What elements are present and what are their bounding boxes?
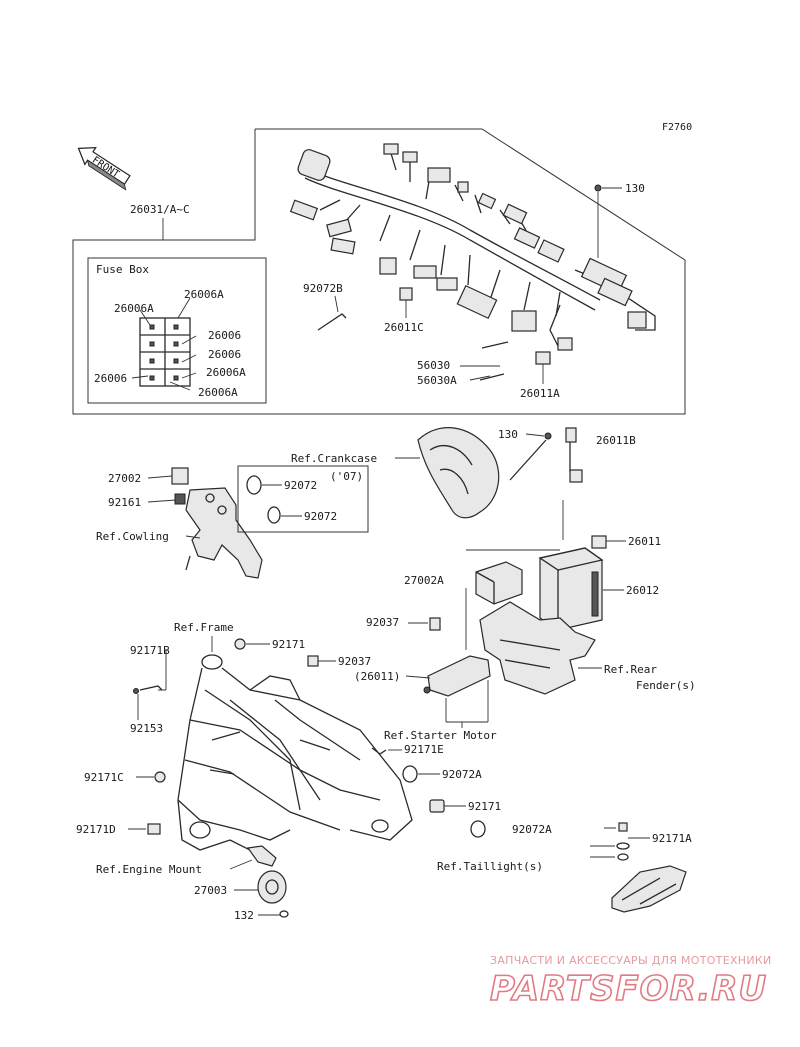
label-fender: Fender(s): [636, 679, 696, 692]
label-92171b: 92171B: [130, 644, 170, 657]
clamp-92072-07: [246, 475, 262, 495]
part-27002a-ecu: [475, 561, 523, 605]
part-26011b: [565, 427, 583, 483]
label-92072a-upper: 92072A: [442, 768, 482, 781]
label-ref-crankcase: Ref.Crankcase: [291, 452, 377, 465]
label-26011a: 26011A: [520, 387, 560, 400]
fuse-label-3: 26006: [208, 329, 241, 342]
watermark-tagline: ЗАПЧАСТИ И АКСЕССУАРЫ ДЛЯ МОТОТЕХНИКИ: [490, 954, 772, 967]
main-wiring-harness: [289, 143, 656, 351]
label-92171a: 92171A: [652, 832, 692, 845]
label-26031: 26031/A~C: [130, 203, 190, 216]
label-ref-taillight: Ref.Taillight(s): [437, 860, 543, 873]
label-92153: 92153: [130, 722, 163, 735]
part-26011c: [399, 287, 413, 301]
label-132: 132: [234, 909, 254, 922]
label-92072-07: 92072: [284, 479, 317, 492]
label-130-middle: 130: [498, 428, 518, 441]
front-arrow-icon: FRONT: [77, 146, 131, 191]
clamp-92072: [267, 506, 281, 524]
label-92171-lower: 92171: [468, 800, 501, 813]
diagram-code: F2760: [662, 122, 692, 133]
fuse-box-title: Fuse Box: [96, 263, 149, 276]
fuse-label-1: 26006A: [184, 288, 224, 301]
battery-bracket-lines: [466, 500, 564, 551]
horn-27003: [257, 870, 287, 904]
label-92171e: 92171E: [404, 743, 444, 756]
starter-relay: [423, 655, 491, 697]
crankcase-cover: [417, 427, 500, 519]
label-27003: 27003: [194, 884, 227, 897]
part-26011-terminal: [591, 535, 607, 549]
label-ref-rear: Ref.Rear: [604, 663, 657, 676]
frame-92072-07: [237, 465, 369, 533]
bolt-130-top: [594, 184, 602, 258]
part-26011a: [535, 351, 551, 365]
label-92161: 92161: [108, 496, 141, 509]
part-92171c: [154, 771, 166, 783]
label-92171-top: 92171: [272, 638, 305, 651]
clamp-92072a-lower: [470, 820, 486, 838]
motorcycle-frame: [177, 654, 413, 861]
cowling-bracket: [185, 487, 263, 579]
label-92037-upper: 92037: [366, 616, 399, 629]
label-130-top: 130: [625, 182, 645, 195]
part-92037-upper: [429, 617, 441, 631]
label-ref-frame: Ref.Frame: [174, 621, 234, 634]
label-56030: 56030: [417, 359, 450, 372]
label-27002: 27002: [108, 472, 141, 485]
label-ref-cowling: Ref.Cowling: [96, 530, 169, 543]
label-26011b: 26011B: [596, 434, 636, 447]
label-92171d: 92171D: [76, 823, 116, 836]
label-56030a: 56030A: [417, 374, 457, 387]
label-27002a: 27002A: [404, 574, 444, 587]
strap-92072b: [317, 313, 347, 331]
label-92072b: 92072B: [303, 282, 343, 295]
label-92037-lower: 92037: [338, 655, 371, 668]
label-ref-engine-mount: Ref.Engine Mount: [96, 863, 202, 876]
part-92171d: [147, 823, 161, 835]
part-92171-top: [234, 638, 246, 650]
label-26011-paren: (26011): [354, 670, 400, 683]
label-year-07: ('07): [330, 470, 363, 483]
engine-mount-bracket: [246, 845, 277, 867]
battery-26012: [538, 547, 604, 631]
bolt-130-middle: [509, 432, 552, 481]
watermark-logo: PARTSFOR.RU: [490, 969, 767, 1009]
taillight-assembly: [590, 822, 687, 913]
fuse-label-7: 26006A: [198, 386, 238, 399]
label-92072: 92072: [304, 510, 337, 523]
fuse-box-frame: [87, 257, 267, 404]
label-26012: 26012: [626, 584, 659, 597]
part-92171e: [371, 747, 387, 755]
label-26011c: 26011C: [384, 321, 424, 334]
part-92171b-92153: [133, 685, 163, 694]
fuse-box-drawing: [131, 297, 197, 391]
part-92037-lower: [307, 655, 319, 667]
part-27002-relay: [171, 467, 189, 505]
label-26011: 26011: [628, 535, 661, 548]
clamp-92072a-upper: [402, 765, 418, 783]
nut-132: [279, 910, 289, 918]
rear-fender-tray: [479, 601, 596, 695]
label-92171c: 92171C: [84, 771, 124, 784]
fuse-label-2: 26006A: [114, 302, 154, 315]
label-ref-starter-motor: Ref.Starter Motor: [384, 729, 497, 742]
part-92171-lower: [429, 799, 445, 813]
label-92072a-lower: 92072A: [512, 823, 552, 836]
harness-frame: [72, 128, 686, 415]
part-56030: [479, 341, 509, 381]
fuse-label-6: 26006A: [206, 366, 246, 379]
fuse-label-5: 26006: [94, 372, 127, 385]
fuse-label-4: 26006: [208, 348, 241, 361]
